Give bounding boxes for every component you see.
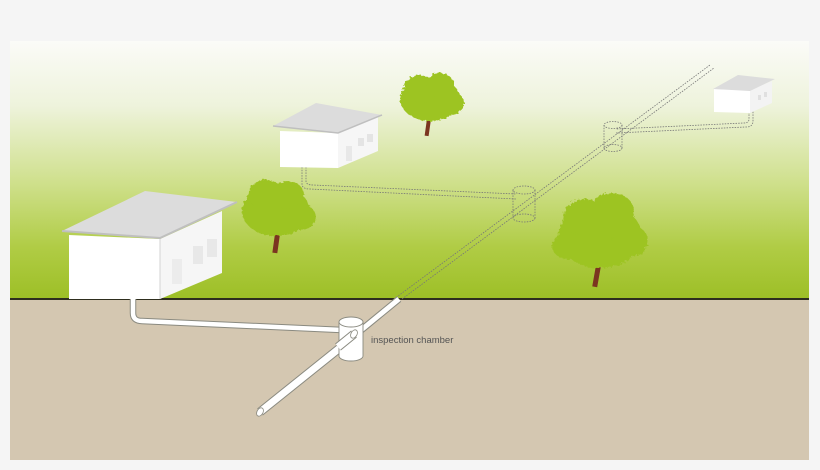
dashed-pipes [301, 64, 754, 300]
diagram-canvas [10, 41, 809, 460]
inspection-chamber-label: inspection chamber [371, 335, 454, 346]
tree-near-left [242, 180, 316, 254]
ground [10, 299, 809, 460]
drainage-diagram: inspection chamber [10, 41, 809, 460]
tree-right [552, 193, 648, 288]
house-foreground [61, 191, 238, 299]
tree-middle-back [400, 73, 464, 137]
underground-pipes [129, 296, 402, 417]
house-middle [272, 103, 383, 168]
house-far [713, 75, 775, 113]
inspection-chamber-underground [335, 316, 364, 362]
